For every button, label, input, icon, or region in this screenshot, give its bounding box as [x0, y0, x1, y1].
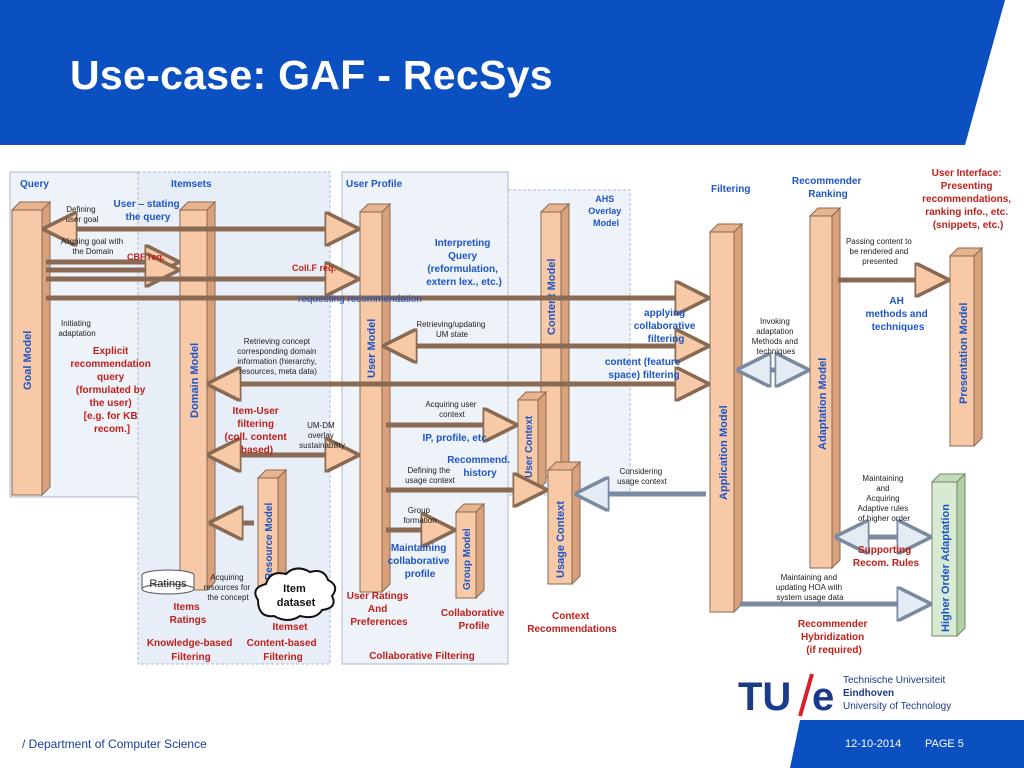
label-defining-goal: Defining user goal — [66, 205, 99, 224]
ratings-label: Ratings — [149, 578, 187, 590]
higher-order-adaptation-box: Higher Order Adaptation — [930, 472, 967, 638]
label-maintaining-hoa: Maintaining and Acquiring Adaptive rules… — [858, 474, 911, 523]
group-model-label: Group Model — [462, 528, 473, 590]
label-collf-req: Coll.F req. — [292, 263, 336, 273]
label-maintaining-cp: Maintaining collaborative profile — [388, 543, 452, 580]
label-requesting: requesting recommendation — [298, 294, 422, 305]
label-explicit-query: Explicit recommendation query (formulate… — [70, 346, 153, 435]
user-profile-region-title: User Profile — [346, 179, 403, 190]
domain-model-box: Domain Model — [178, 200, 217, 592]
adaptation-model-box: Adaptation Model — [808, 206, 842, 570]
label-aligning: Aligning goal with the Domain — [61, 237, 126, 256]
resource-model-label: Resource Model — [264, 503, 275, 580]
label-interpreting: Interpreting Query (reformulation, exter… — [426, 238, 502, 288]
label-passing: Passing content to be rendered and prese… — [846, 237, 914, 266]
user-interface-title: User Interface: Presenting recommendatio… — [922, 168, 1014, 231]
footer-date: 12-10-2014 — [845, 738, 902, 750]
label-retrieving-concept: Retrieving concept corresponding domain … — [237, 337, 318, 376]
adaptation-model-label: Adaptation Model — [817, 358, 829, 450]
application-model-box: Application Model — [708, 222, 744, 614]
goal-model-box: Goal Model — [10, 200, 52, 497]
footer-blue-band — [790, 720, 1024, 768]
recommender-ranking-title: Recommender Ranking — [792, 176, 864, 200]
tue-logo-slash — [798, 673, 814, 717]
label-user-ratings: User Ratings And Preferences — [347, 591, 411, 628]
label-defining-usage: Defining the usage context — [405, 466, 456, 485]
label-ah-methods: AH methods and techniques — [865, 296, 930, 333]
label-initiating: Initiating adaptation — [58, 319, 95, 338]
label-item-user: Item-User filtering (coll. content based… — [224, 406, 289, 456]
footer-department: / Department of Computer Science — [22, 737, 207, 751]
label-invoking: Invoking adaptation Methods and techniqu… — [752, 317, 801, 356]
slide-title: Use-case: GAF - RecSys — [70, 52, 553, 98]
label-collaborative-filtering: Collaborative Filtering — [369, 651, 475, 662]
user-context-box: User Context — [516, 390, 548, 492]
label-knowledge-based: Knowledge-based Filtering — [147, 638, 235, 663]
goal-model-label: Goal Model — [22, 331, 34, 390]
tue-logo-mark-e: e — [812, 675, 834, 719]
label-ahs-overlay: AHS Overlay Model — [588, 194, 624, 228]
user-model-label: User Model — [366, 319, 378, 378]
label-itemset: Itemset — [272, 622, 308, 633]
label-content-filtering: content (feature space) filtering — [605, 357, 683, 381]
usage-context-label: Usage Context — [555, 501, 567, 578]
usage-context-box: Usage Context — [546, 460, 582, 586]
label-umdm: UM-DM overlay sustainability — [299, 421, 345, 450]
label-considering: Considering usage context — [617, 467, 668, 486]
resource-model-box: Resource Model — [256, 468, 288, 588]
item-dataset-label: Item dataset — [277, 583, 316, 609]
query-region-title: Query — [20, 179, 49, 190]
application-model-label: Application Model — [718, 405, 730, 500]
label-supporting: Supporting Recom. Rules — [853, 545, 920, 569]
footer-page-number: PAGE 5 — [925, 738, 964, 750]
tue-logo: TU e — [738, 673, 834, 719]
gaf-recsys-diagram: Query Itemsets User Profile Filtering Re… — [9, 168, 1014, 665]
filtering-region-title: Filtering — [711, 184, 750, 195]
light-arrows — [578, 370, 928, 604]
label-acquiring-res: Acquiring resources for the concept — [204, 573, 253, 602]
domain-model-label: Domain Model — [189, 343, 201, 418]
label-ip-profile: IP, profile, etc. — [422, 433, 489, 444]
label-content-based: Content-based Filtering — [247, 638, 320, 663]
ratings-database: Ratings — [141, 569, 195, 595]
higher-order-adaptation-label: Higher Order Adaptation — [940, 504, 952, 632]
itemsets-region-title: Itemsets — [171, 179, 212, 190]
tue-logo-mark-tu: TU — [738, 675, 791, 719]
label-user-stating: User – stating the query — [114, 199, 183, 223]
label-cbf-req: CBF req. — [127, 252, 165, 262]
label-hybridization: Recommender Hybridization (if required) — [798, 619, 870, 656]
user-model-box: User Model — [358, 202, 392, 594]
university-name-line-3: University of Technology — [843, 701, 952, 712]
item-dataset-cloud: Item dataset — [254, 567, 337, 621]
label-acquiring-uc: Acquiring user context — [425, 400, 478, 419]
header-blue-band — [0, 0, 1005, 145]
university-name-line-1: Technische Universiteit — [843, 675, 946, 686]
user-context-label: User Context — [524, 415, 535, 478]
label-context-recs: Context Recommendations — [527, 611, 617, 635]
university-name-line-2: Eindhoven — [843, 688, 895, 699]
label-applying-cf: applying collaborative filtering — [634, 308, 698, 345]
header-banner — [0, 0, 1005, 145]
presentation-model-label: Presentation Model — [958, 303, 970, 404]
group-model-box: Group Model — [454, 502, 486, 600]
label-recomm-history: Recommend. history — [447, 455, 513, 479]
presentation-model-box: Presentation Model — [948, 246, 984, 448]
label-collab-profile: Collaborative Profile — [441, 608, 507, 632]
flow-arrows — [46, 229, 946, 530]
label-maintaining-updating: Maintaining and updating HOA with system… — [776, 573, 845, 602]
label-group-formation: Group formation — [403, 506, 436, 525]
label-retrieving-um: Retrieving/updating UM state — [416, 320, 487, 339]
label-items-ratings: Items Ratings — [170, 602, 207, 626]
